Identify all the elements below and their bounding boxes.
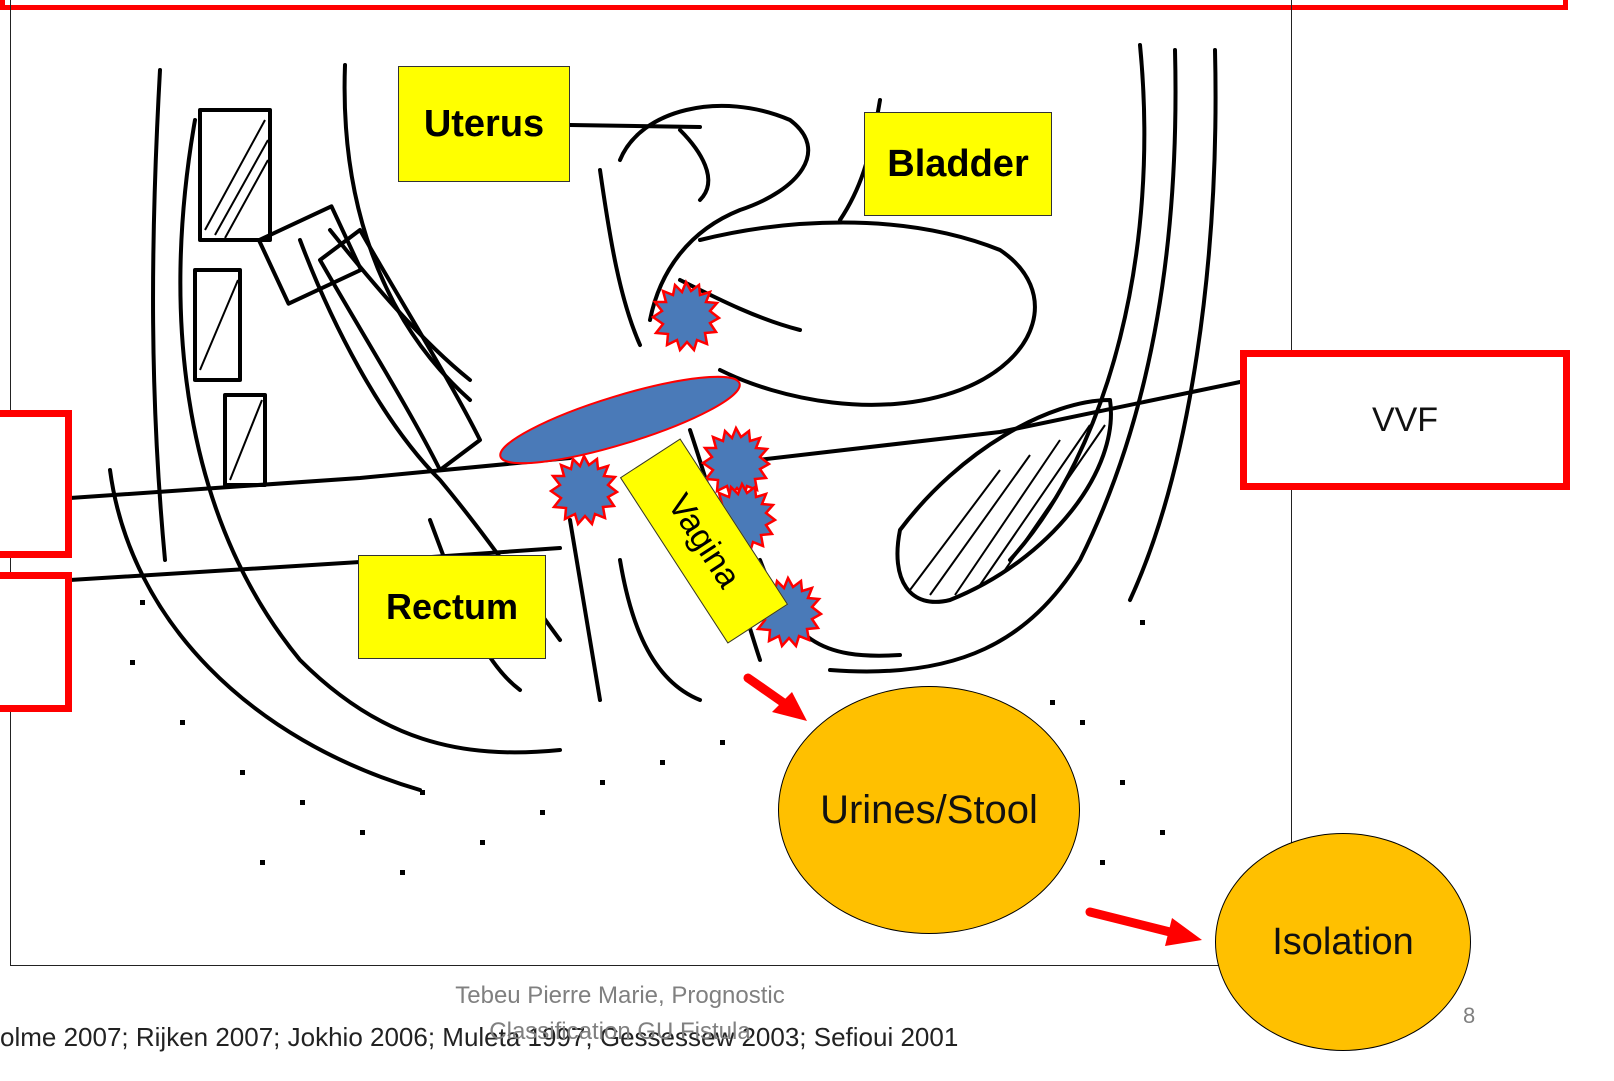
footer-author: Tebeu Pierre Marie, Prognostic xyxy=(430,982,810,1010)
consequence-urines-stool: Urines/Stool xyxy=(778,686,1080,934)
slide-number: 8 xyxy=(1463,1003,1475,1029)
consequence-isolation: Isolation xyxy=(1215,833,1471,1051)
footer-subtitle: Classification GU Fistula xyxy=(430,1018,810,1046)
red-arrow-icon xyxy=(1090,912,1202,946)
red-arrow-icon xyxy=(748,678,807,721)
